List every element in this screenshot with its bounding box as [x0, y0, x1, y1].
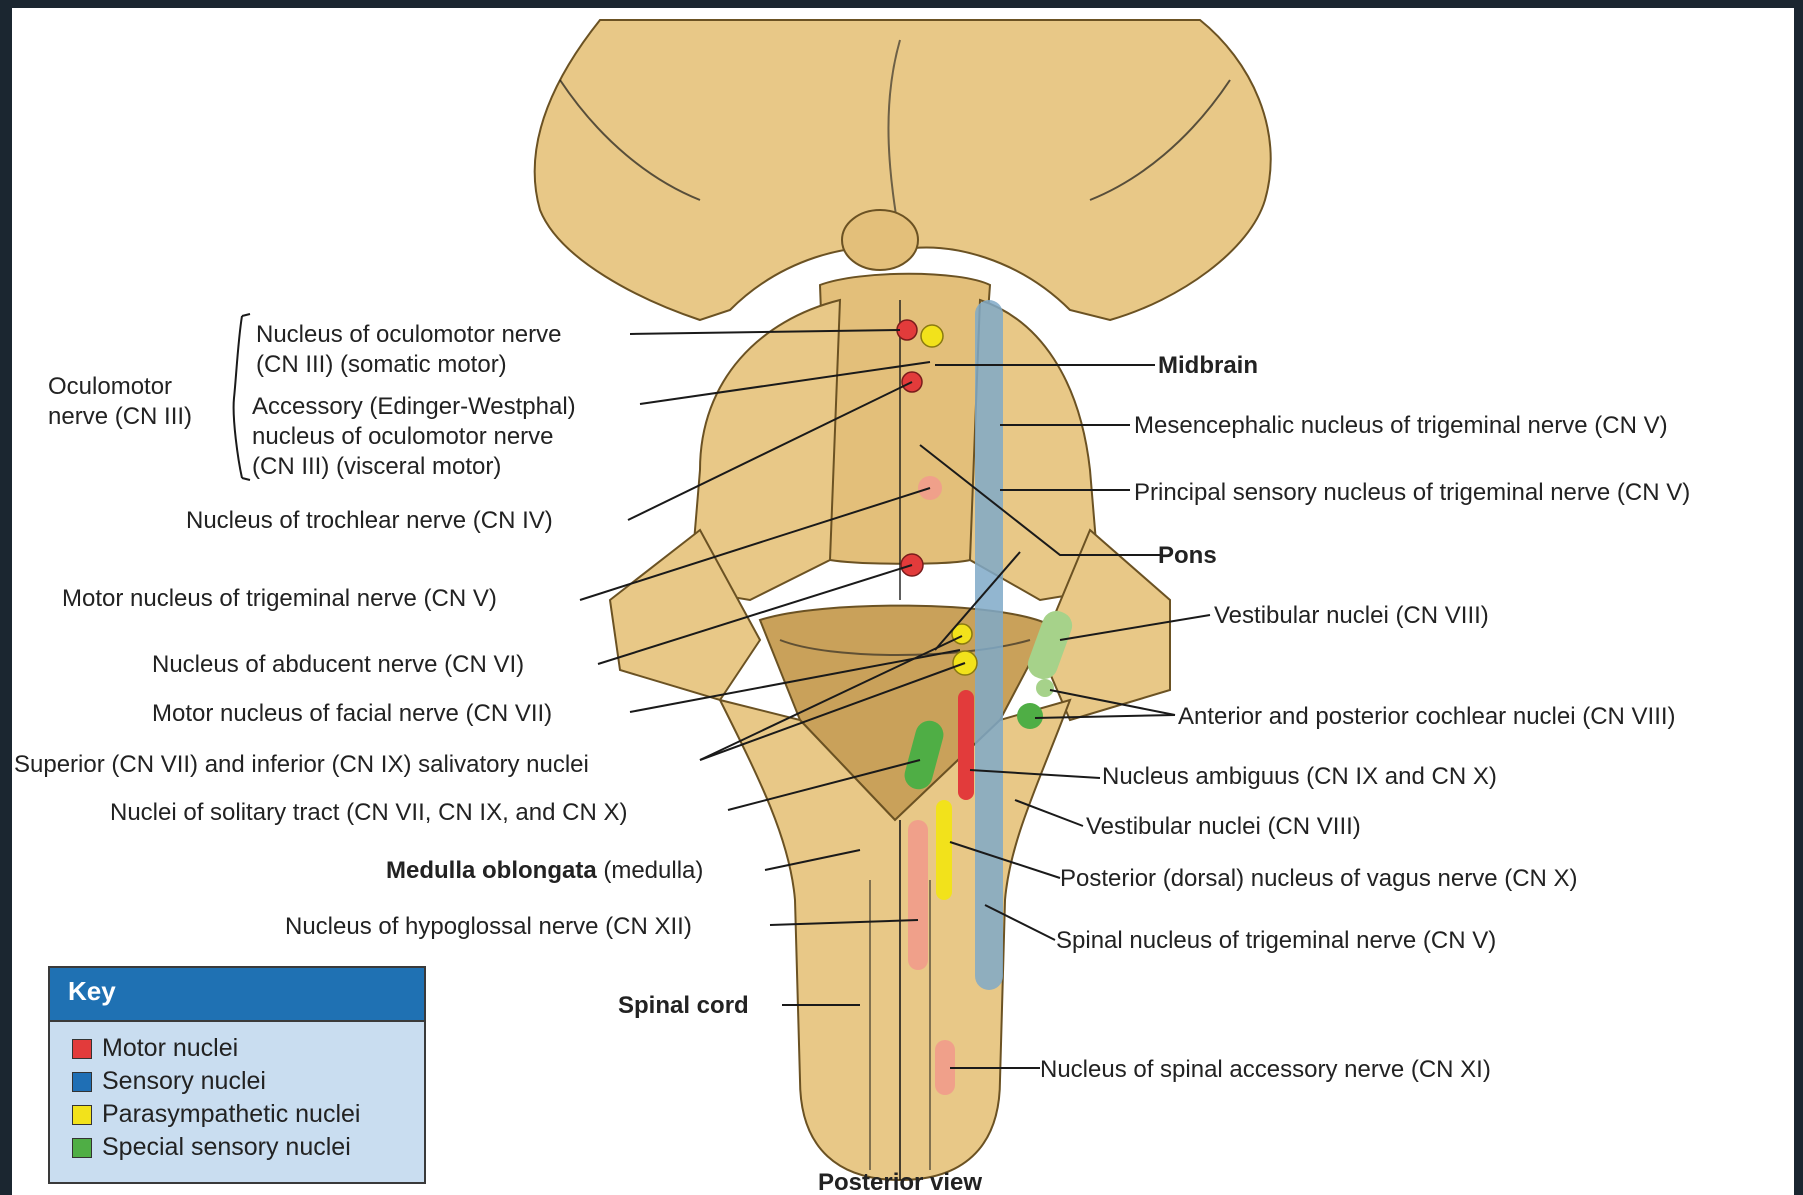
label-hypoglossal: Nucleus of hypoglossal nerve (CN XII) [285, 913, 692, 940]
motor-swatch [72, 1039, 92, 1059]
label-mesencephalic: Mesencephalic nucleus of trigeminal nerv… [1134, 412, 1668, 439]
cochlear-nuclei-mark-2 [1036, 679, 1054, 697]
label-vestibular-upper: Vestibular nuclei (CN VIII) [1214, 602, 1489, 629]
label-facial-motor: Motor nucleus of facial nerve (CN VII) [152, 700, 552, 727]
legend-label-parasympathetic: Parasympathetic nuclei [102, 1100, 360, 1129]
parasympathetic-swatch [72, 1105, 92, 1125]
hypoglossal-mark [908, 820, 928, 970]
label-medulla-bold: Medulla oblongata [386, 857, 597, 884]
nucleus-ambiguus-mark [958, 690, 974, 800]
label-edinger-westphal-3: (CN III) (visceral motor) [252, 453, 501, 480]
label-vagus-dorsal: Posterior (dorsal) nucleus of vagus nerv… [1060, 865, 1578, 892]
edinger-westphal-mark [921, 325, 943, 347]
legend-label-special-sensory: Special sensory nuclei [102, 1133, 351, 1162]
legend-item-parasympathetic: Parasympathetic nuclei [50, 1098, 424, 1131]
label-oculomotor-nucleus-2: (CN III) (somatic motor) [256, 351, 507, 378]
label-principal-sensory: Principal sensory nucleus of trigeminal … [1134, 479, 1690, 506]
right-labels: Midbrain Mesencephalic nucleus of trigem… [1040, 352, 1690, 1083]
label-spinal-accessory: Nucleus of spinal accessory nerve (CN XI… [1040, 1056, 1491, 1083]
label-cochlear: Anterior and posterior cochlear nuclei (… [1178, 703, 1676, 730]
pineal-body [842, 210, 918, 270]
sensory-swatch [72, 1072, 92, 1092]
legend-title: Key [50, 968, 424, 1022]
legend-label-motor: Motor nuclei [102, 1034, 238, 1063]
legend-label-sensory: Sensory nuclei [102, 1067, 266, 1096]
midbrain-region [820, 274, 990, 564]
legend-item-sensory: Sensory nuclei [50, 1065, 424, 1098]
cochlear-nuclei-mark [1017, 703, 1043, 729]
legend-items: Motor nuclei Sensory nuclei Parasympathe… [50, 1022, 424, 1164]
label-trigeminal-motor: Motor nucleus of trigeminal nerve (CN V) [62, 585, 497, 612]
legend-key: Key Motor nuclei Sensory nuclei Parasymp… [48, 966, 426, 1184]
label-solitary: Nuclei of solitary tract (CN VII, CN IX,… [110, 799, 627, 826]
special-sensory-swatch [72, 1138, 92, 1158]
label-medulla-rest: (medulla) [597, 857, 704, 884]
label-trochlear: Nucleus of trochlear nerve (CN IV) [186, 507, 553, 534]
legend-item-motor: Motor nuclei [50, 1032, 424, 1065]
legend-item-special-sensory: Special sensory nuclei [50, 1131, 424, 1164]
label-midbrain: Midbrain [1158, 352, 1258, 379]
label-oculomotor-group-2: nerve (CN III) [48, 403, 192, 430]
label-oculomotor-nucleus-1: Nucleus of oculomotor nerve [256, 321, 561, 348]
figure-frame: Oculomotor nerve (CN III) Nucleus of ocu… [12, 8, 1794, 1195]
label-ambiguus: Nucleus ambiguus (CN IX and CN X) [1102, 763, 1497, 790]
label-salivatory: Superior (CN VII) and inferior (CN IX) s… [14, 751, 589, 778]
label-edinger-westphal-2: nucleus of oculomotor nerve [252, 423, 554, 450]
spinal-trigeminal-column [975, 300, 1003, 990]
label-edinger-westphal-1: Accessory (Edinger-Westphal) [252, 393, 576, 420]
caption-posterior-view: Posterior view [818, 1169, 982, 1195]
label-pons: Pons [1158, 542, 1217, 569]
label-spinal-cord: Spinal cord [618, 992, 749, 1019]
label-abducent: Nucleus of abducent nerve (CN VI) [152, 651, 524, 678]
label-vestibular-lower: Vestibular nuclei (CN VIII) [1086, 813, 1361, 840]
vagus-dorsal-mark [936, 800, 952, 900]
label-oculomotor-group-1: Oculomotor [48, 373, 172, 400]
label-medulla: Medulla oblongata (medulla) [386, 857, 703, 884]
label-spinal-trigeminal: Spinal nucleus of trigeminal nerve (CN V… [1056, 927, 1496, 954]
